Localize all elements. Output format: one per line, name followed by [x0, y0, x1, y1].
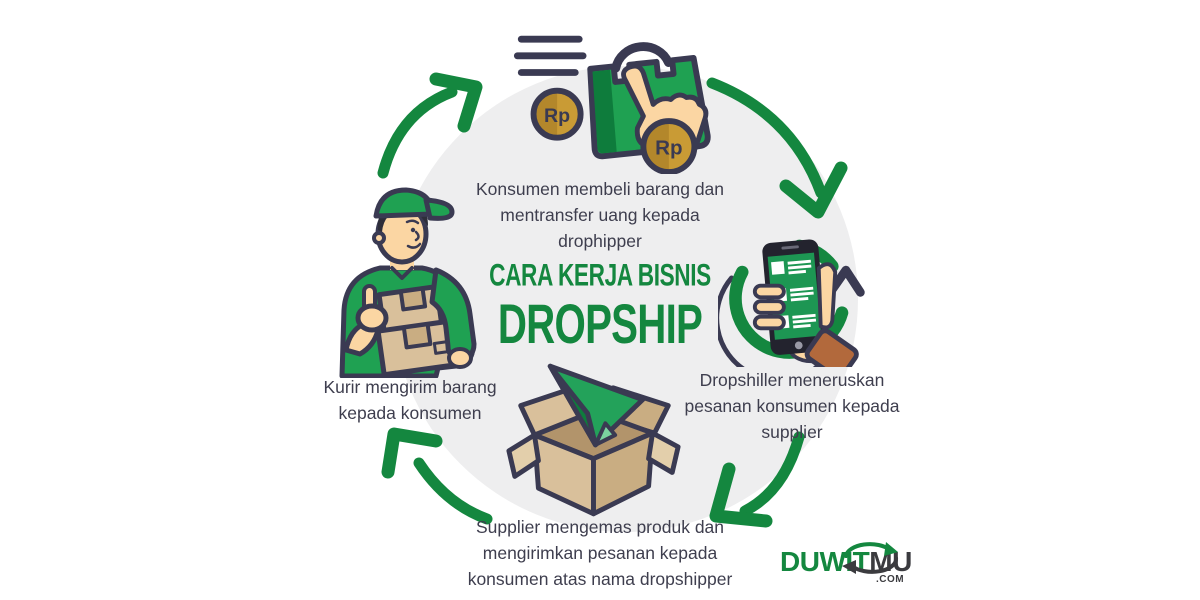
- coin-label: Rp: [655, 136, 682, 159]
- paper-plane-icon: [547, 363, 646, 448]
- step-line: Dropshiller meneruskan: [699, 370, 885, 390]
- title-line-2: DROPSHIP: [497, 293, 703, 356]
- courier-ear: [372, 231, 386, 245]
- step-line: Kurir mengirim barang: [323, 377, 497, 397]
- rp-coin-icon: Rp: [640, 118, 698, 174]
- courier-with-packages-icon: [339, 187, 477, 378]
- arrow-bottom-left-icon: [381, 427, 493, 525]
- title-line-1: CARA KERJA BISNIS: [489, 258, 711, 294]
- sleeve-cuff: [804, 328, 859, 367]
- box-left-flap: [506, 432, 541, 479]
- page-title: CARA KERJA BISNIS DROPSHIP: [440, 258, 760, 356]
- logo-swoosh-icon: [842, 542, 899, 574]
- open-box-paper-plane-icon: [506, 363, 681, 517]
- step-text-right: Dropshiller meneruskan pesanan konsumen …: [662, 367, 922, 445]
- coin-label: Rp: [544, 105, 570, 127]
- courier-face-features: [405, 219, 422, 249]
- step-line: supplier: [761, 422, 823, 442]
- courier-cap: [373, 187, 455, 221]
- courier-collar: [390, 266, 414, 280]
- box-right-flap: [646, 430, 681, 475]
- step-text-top: Konsumen membeli barang dan mentransfer …: [430, 176, 770, 254]
- step-line: Konsumen membeli barang dan: [475, 179, 725, 199]
- arrow-bottom-right-icon: [709, 431, 805, 528]
- refresh-arrowhead-icon: [827, 265, 865, 297]
- hand-holding-phone-icon: [718, 239, 865, 367]
- step-line: mentransfer uang kepada: [500, 205, 700, 225]
- shopping-bag-payment-icon: Rp Rp: [513, 35, 711, 174]
- package-boxes: [375, 284, 460, 378]
- step-line: konsumen atas nama dropshipper: [467, 569, 733, 589]
- logo-tld: .COM: [876, 574, 905, 585]
- step-text-left: Kurir mengirim barang kepada konsumen: [300, 374, 520, 426]
- arrow-top-right-icon: [706, 77, 848, 219]
- courier-right-arm: [429, 267, 477, 369]
- thumbs-up-hand-icon: [343, 284, 389, 357]
- rp-coin-icon: Rp: [530, 87, 584, 141]
- step-line: pesanan konsumen kepada: [684, 396, 900, 416]
- duwitmu-logo: DUWITMU .COM: [780, 542, 950, 596]
- step-line: mengirimkan pesanan kepada: [482, 543, 718, 563]
- box-front-right-face: [591, 430, 655, 517]
- arrow-top-left-icon: [377, 72, 483, 179]
- step-text-bottom: Supplier mengemas produk dan mengirimkan…: [440, 514, 760, 592]
- step-line: Supplier mengemas produk dan: [475, 517, 725, 537]
- step-line: drophipper: [558, 231, 642, 251]
- step-line: kepada konsumen: [338, 403, 482, 423]
- gripping-fingers: [752, 262, 838, 331]
- speed-lines-icon: [513, 35, 587, 76]
